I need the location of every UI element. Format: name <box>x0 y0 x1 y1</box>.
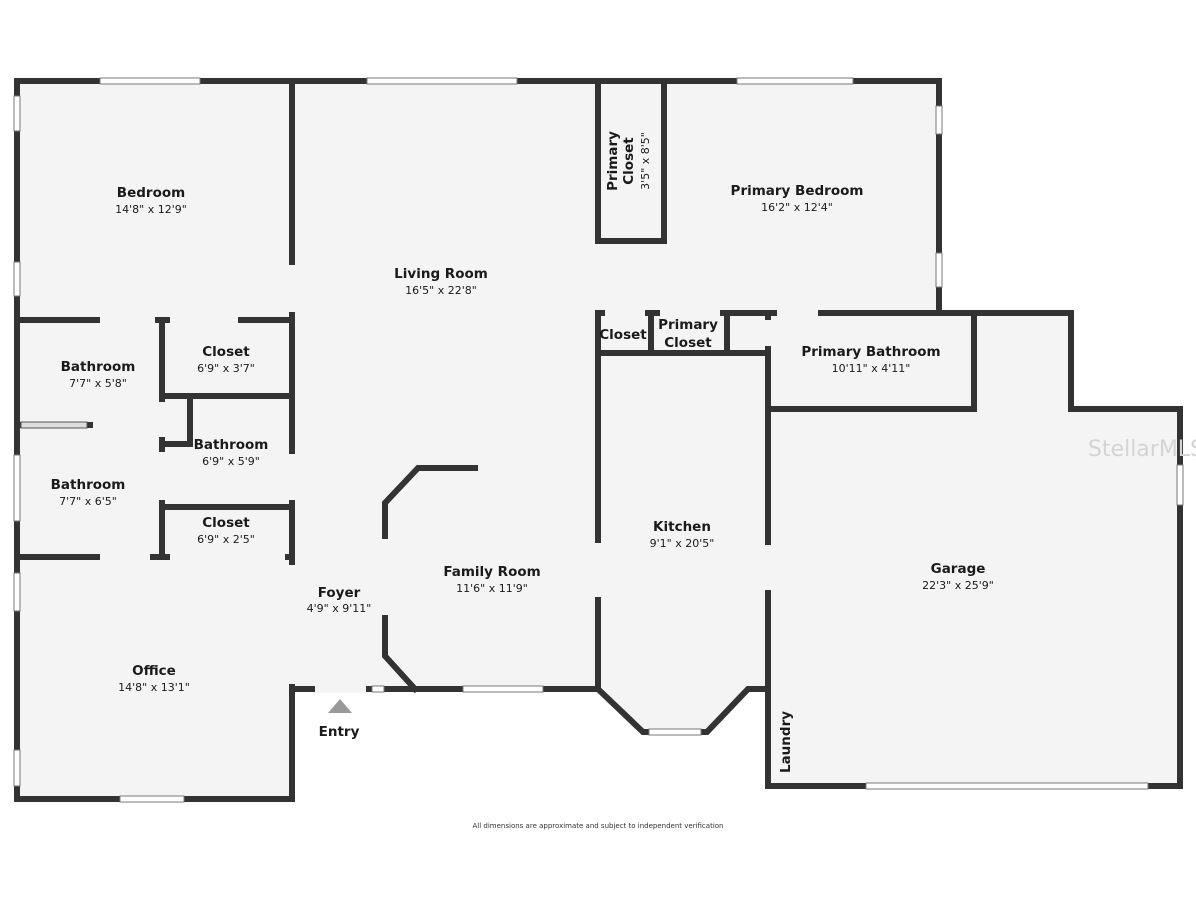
room-name-bedroom: Bedroom <box>117 185 185 201</box>
room-dim-office: 14'8" x 13'1" <box>118 681 190 694</box>
watermark: StellarMLS <box>1088 437 1196 462</box>
room-dim-kitchen: 9'1" x 20'5" <box>650 537 715 550</box>
room-dim-primary-closet-top: 3'5" x 8'5" <box>639 132 652 190</box>
room-name-living-room: Living Room <box>394 266 488 282</box>
room-labels: Bedroom 14'8" x 12'9" Living Room 16'5" … <box>51 131 994 773</box>
room-name-primary-closet-small-1: Primary <box>658 317 718 333</box>
room-name-primary-closet-small-2: Closet <box>664 335 712 351</box>
room-dim-primary-bedroom: 16'2" x 12'4" <box>761 201 833 214</box>
entry-arrow-icon <box>328 699 352 713</box>
openings <box>13 77 1184 803</box>
entry-label: Entry <box>319 724 360 740</box>
room-dim-foyer: 4'9" x 9'11" <box>307 602 372 615</box>
room-name-closet-small: Closet <box>599 327 647 343</box>
room-dim-bedroom: 14'8" x 12'9" <box>115 203 187 216</box>
room-name-family-room: Family Room <box>443 564 540 580</box>
footer-note: All dimensions are approximate and subje… <box>473 822 724 830</box>
room-dim-bathroom-lower: 7'7" x 6'5" <box>59 495 117 508</box>
room-name-primary-closet-top-2: Closet <box>621 137 637 185</box>
room-name-office: Office <box>132 663 176 679</box>
room-name-primary-bedroom: Primary Bedroom <box>731 183 864 199</box>
room-name-laundry: Laundry <box>778 711 794 773</box>
room-name-kitchen: Kitchen <box>653 519 711 535</box>
room-dim-family-room: 11'6" x 11'9" <box>456 582 528 595</box>
room-name-primary-closet-top-1: Primary <box>605 131 621 191</box>
room-name-bathroom-lower: Bathroom <box>51 477 126 493</box>
room-dim-garage: 22'3" x 25'9" <box>922 579 994 592</box>
room-name-bathroom-upper: Bathroom <box>61 359 136 375</box>
room-dim-bathroom-middle: 6'9" x 5'9" <box>202 455 260 468</box>
room-dim-closet-upper: 6'9" x 3'7" <box>197 362 255 375</box>
room-dim-primary-bathroom: 10'11" x 4'11" <box>832 362 911 375</box>
room-name-foyer: Foyer <box>318 585 361 601</box>
room-dim-closet-lower: 6'9" x 2'5" <box>197 533 255 546</box>
room-name-closet-lower: Closet <box>202 515 250 531</box>
room-dim-living-room: 16'5" x 22'8" <box>405 284 477 297</box>
room-name-bathroom-middle: Bathroom <box>194 437 269 453</box>
room-name-garage: Garage <box>931 561 986 577</box>
room-name-closet-upper: Closet <box>202 344 250 360</box>
room-name-primary-bathroom: Primary Bathroom <box>801 344 940 360</box>
room-dim-bathroom-upper: 7'7" x 5'8" <box>69 377 127 390</box>
